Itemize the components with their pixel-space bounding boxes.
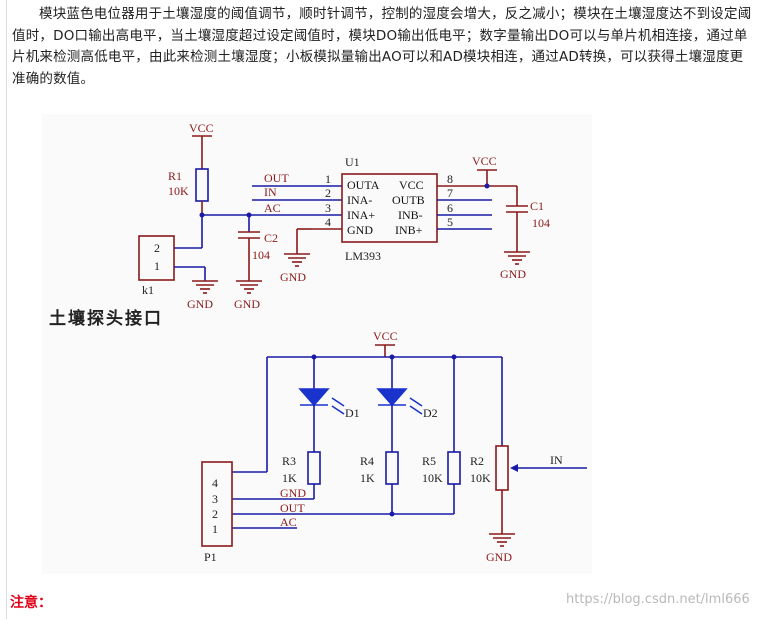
label-c2-value: 104: [252, 248, 270, 262]
ic-pin-outb: OUTB: [392, 193, 425, 207]
label-r2-value: 10K: [470, 471, 491, 485]
label-net-ac: AC: [264, 201, 281, 215]
label-p1-gnd: GND: [280, 486, 306, 500]
label-k1-pin1: 1: [154, 259, 160, 273]
gnd-symbol-r2: [489, 533, 515, 547]
connector-p1: [201, 461, 233, 547]
resistor-r5: [447, 451, 461, 485]
label-gnd-c2: GND: [234, 297, 260, 311]
label-r4: R4: [360, 454, 374, 468]
connector-k1: [138, 235, 175, 281]
label-pin6: 6: [447, 201, 453, 215]
label-r2: R2: [470, 454, 484, 468]
label-net-out: OUT: [264, 171, 289, 185]
label-k1: k1: [142, 283, 154, 297]
label-gnd-u1: GND: [280, 270, 306, 284]
label-vcc-bottom: VCC: [373, 329, 398, 343]
resistor-r3: [307, 451, 321, 485]
gnd-symbol-c2: [236, 280, 262, 294]
label-pin1: 1: [325, 172, 331, 186]
potentiometer-r2: [495, 445, 509, 491]
label-pin5: 5: [447, 215, 453, 229]
label-pin3: 3: [325, 201, 331, 215]
label-pin8: 8: [447, 172, 453, 186]
vcc-symbol-r1: [192, 135, 212, 169]
led-d1: [298, 388, 330, 407]
label-u1: U1: [345, 155, 360, 169]
label-p1-ac: AC: [280, 515, 297, 529]
ic-pin-inb-plus: INB+: [395, 223, 423, 237]
label-r1-value: 10K: [168, 184, 189, 198]
label-c2: C2: [264, 231, 278, 245]
label-net-in: IN: [264, 185, 277, 199]
schematic-diagram: VCC R1 10K 2 1 k1 GND GND GND C2 104 OUT…: [49, 121, 587, 564]
gnd-symbol-c1: [504, 251, 530, 265]
label-p1-pin3: 3: [212, 492, 218, 506]
label-r3-value: 1K: [282, 471, 297, 485]
label-p1-out: OUT: [280, 501, 305, 515]
label-gnd-k1: GND: [187, 297, 213, 311]
label-probe-interface: 土壤探头接口: [49, 308, 163, 328]
label-d2: D2: [423, 406, 438, 420]
content-border: [6, 0, 7, 619]
schematic-figure: VCC R1 10K 2 1 k1 GND GND GND C2 104 OUT…: [42, 114, 592, 574]
label-d1: D1: [345, 406, 360, 420]
label-r1: R1: [168, 169, 182, 183]
resistor-r4: [385, 451, 399, 485]
label-vcc-top: VCC: [189, 121, 214, 135]
label-pin7: 7: [447, 186, 453, 200]
label-vcc-u1: VCC: [472, 154, 497, 168]
watermark-text: https://blog.csdn.net/lml666: [566, 592, 750, 607]
resistor-r1: [195, 168, 209, 202]
ic-pin-gnd: GND: [347, 223, 373, 237]
label-r4-value: 1K: [360, 471, 375, 485]
ic-pin-ina-plus: INA+: [347, 208, 375, 222]
label-r3: R3: [282, 454, 296, 468]
label-in-arrow: IN: [550, 453, 563, 467]
ic-pin-vcc: VCC: [399, 178, 424, 192]
label-c1: C1: [530, 199, 544, 213]
label-c1-value: 104: [532, 216, 550, 230]
label-pin4: 4: [325, 215, 331, 229]
led-d2: [376, 388, 408, 407]
label-r5-value: 10K: [422, 471, 443, 485]
label-gnd-c1: GND: [500, 267, 526, 281]
label-u1-part: LM393: [345, 249, 381, 263]
label-p1-pin4: 4: [212, 476, 218, 490]
ic-u1-body: [341, 173, 438, 243]
gnd-symbol-k1: [192, 280, 218, 294]
ic-pin-outa: OUTA: [347, 178, 380, 192]
label-gnd-r2: GND: [486, 550, 512, 564]
note-heading: 注意：: [10, 595, 52, 611]
label-p1: P1: [204, 550, 217, 564]
label-k1-pin2: 2: [154, 241, 160, 255]
description-paragraph: 模块蓝色电位器用于土壤湿度的阈值调节，顺时针调节，控制的湿度会增大，反之减小；模…: [12, 6, 752, 87]
ic-pin-inb-minus: INB-: [398, 208, 423, 222]
label-p1-pin2: 2: [212, 507, 218, 521]
gnd-symbol-u1: [284, 253, 310, 267]
label-p1-pin1: 1: [212, 522, 218, 536]
label-pin2: 2: [325, 186, 331, 200]
label-r5: R5: [422, 454, 436, 468]
ic-pin-ina-minus: INA-: [347, 193, 372, 207]
